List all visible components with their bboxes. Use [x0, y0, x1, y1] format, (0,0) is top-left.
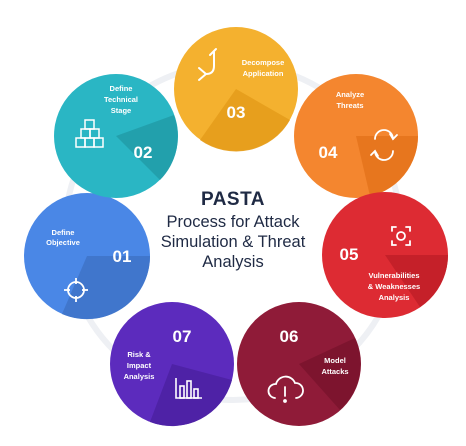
center-title: PASTA [200, 189, 266, 210]
crosshair-icon [64, 278, 88, 302]
stage-05-label-line3: Analysis [379, 293, 410, 302]
stage-06-shade [299, 338, 361, 410]
stage-01-label-line1: Define [52, 228, 75, 237]
stage-01-number: 01 [113, 247, 132, 266]
branch-arrow-icon [198, 48, 217, 81]
stage-04: Analyze Threats 04 [294, 74, 418, 198]
stage-03-shade [200, 89, 290, 152]
stage-07-label-line2: Impact [127, 361, 152, 370]
focus-icon [391, 226, 411, 246]
stage-06-label-line1: Model [324, 356, 346, 365]
stage-06-label-line2: Attacks [321, 367, 348, 376]
center-subtitle-line2: Simulation & Threat [160, 233, 306, 251]
stage-06-number: 06 [280, 327, 299, 346]
stage-07: 07 Risk & Impact Analysis [110, 302, 234, 427]
stage-02-label-line3: Stage [111, 106, 131, 115]
cloud-alert-icon [267, 375, 304, 403]
stage-05-label-line2: & Weaknesses [368, 282, 420, 291]
stage-02: Define Technical Stage 02 [54, 74, 178, 198]
stage-01-shade [62, 256, 151, 320]
stage-07-number: 07 [173, 327, 192, 346]
stage-07-label-line1: Risk & [127, 350, 151, 359]
stage-04-shade [356, 136, 418, 196]
stage-05-shade [385, 255, 448, 307]
refresh-icon [370, 129, 398, 161]
stage-05: 05 Vulnerabilities & Weaknesses Analysis [322, 192, 448, 318]
stage-07-label-line3: Analysis [124, 372, 155, 381]
stage-05-number: 05 [340, 245, 359, 264]
cubes-icon [75, 119, 104, 148]
bar-chart-icon [175, 378, 202, 399]
stage-01: Define Objective 01 [24, 193, 151, 320]
stage-02-shade [116, 115, 178, 180]
stage-04-label-line1: Analyze [336, 90, 364, 99]
stage-06: 06 Model Attacks [237, 302, 361, 426]
center-title-block: PASTA Process for Attack Simulation & Th… [130, 188, 336, 272]
center-subtitle-line1: Process for Attack [166, 213, 300, 231]
stage-03: Decompose Application 03 [174, 27, 298, 152]
stage-04-label-line2: Threats [336, 101, 363, 110]
stage-01-label-line2: Objective [46, 238, 80, 247]
stage-03-label-line1: Decompose [242, 58, 285, 67]
stage-02-label-line1: Define [110, 84, 133, 93]
stage-02-label-line2: Technical [104, 95, 138, 104]
center-subtitle-line3: Analysis [202, 253, 264, 271]
stage-02-number: 02 [134, 143, 153, 162]
stage-04-number: 04 [319, 143, 338, 162]
stage-05-label-line1: Vulnerabilities [369, 271, 420, 280]
stage-03-number: 03 [227, 103, 246, 122]
stage-03-label-line2: Application [243, 69, 284, 78]
